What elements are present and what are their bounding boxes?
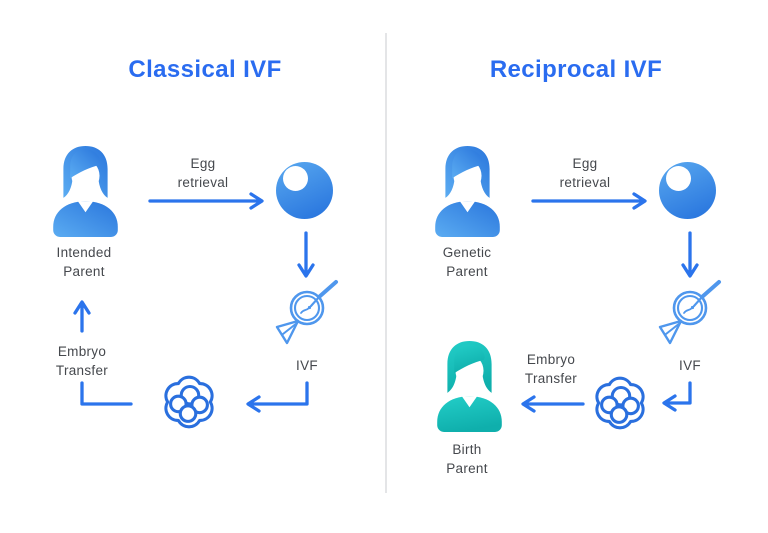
ivf-holding-pipette [658,319,683,345]
ivf-holding-pipette-inner [282,322,298,335]
ivf-needle [317,280,338,299]
arrow-embryo-transfer-left [73,300,91,333]
arrow-ivf-to-embryo-right [662,381,692,412]
genetic-parent-label: Genetic Parent [442,245,492,279]
egg-nucleus [283,166,308,191]
arrow-egg-retrieval-right [531,192,647,210]
person-body [53,201,118,237]
intended-parent-icon [53,146,118,237]
person-body [437,396,502,432]
embryo-transfer-label-left: Embryo Transfer [55,344,109,378]
genetic-parent-icon [435,146,500,237]
ivf-sperm-head [690,305,695,310]
ivf-label-right: IVF [679,358,701,373]
egg-icon-right [659,162,716,219]
person-fringe [454,344,485,374]
embryo-transfer-label-right: Embryo Transfer [524,352,578,386]
embryo-icon-left [164,375,214,429]
arrow-ivf-to-embryo-left [246,381,309,413]
ivf-holding-pipette [275,319,300,345]
person-collar [77,201,94,213]
arrow-egg-to-ivf-right [681,231,699,278]
elbow-embryo-to-transfer-left [80,381,133,406]
ivf-needle-tip [309,295,321,308]
egg-icon-left [276,162,333,219]
egg-retrieval-label-right: Egg retrieval [559,156,611,190]
egg-retrieval-label-left: Egg retrieval [177,156,229,190]
birth-parent-label: Birth Parent [446,442,488,476]
ivf-needle [700,280,721,299]
ivf-egg-outer [289,290,325,326]
arrow-egg-retrieval-left [148,192,264,210]
panel-divider [385,33,387,493]
person-collar [459,201,476,213]
intended-parent-label: Intended Parent [56,245,112,279]
ivf-icon-left [275,280,338,345]
ivf-label-left: IVF [296,358,318,373]
ivf-egg-outer [672,290,708,326]
person-collar [461,396,478,408]
person-fringe [452,149,483,179]
ivf-sperm-head [307,305,312,310]
classical-ivf-title: Classical IVF [128,56,282,83]
ivf-egg-inner [676,294,704,322]
ivf-icon-right [658,280,721,345]
person-fringe [70,149,101,179]
ivf-sperm [683,307,693,314]
egg-nucleus [666,166,691,191]
arrow-embryo-transfer-right [521,395,585,413]
ivf-needle-tip [692,295,704,308]
embryo-cell [609,405,629,424]
embryo-cell [178,404,198,423]
ivf-holding-pipette-inner [665,322,681,335]
embryo-icon-right [595,376,645,430]
arrow-egg-to-ivf-left [297,231,315,278]
person-body [435,201,500,237]
reciprocal-ivf-title: Reciprocal IVF [489,56,663,83]
birth-parent-icon [437,341,502,432]
ivf-egg-inner [293,294,321,322]
ivf-sperm [300,307,310,314]
